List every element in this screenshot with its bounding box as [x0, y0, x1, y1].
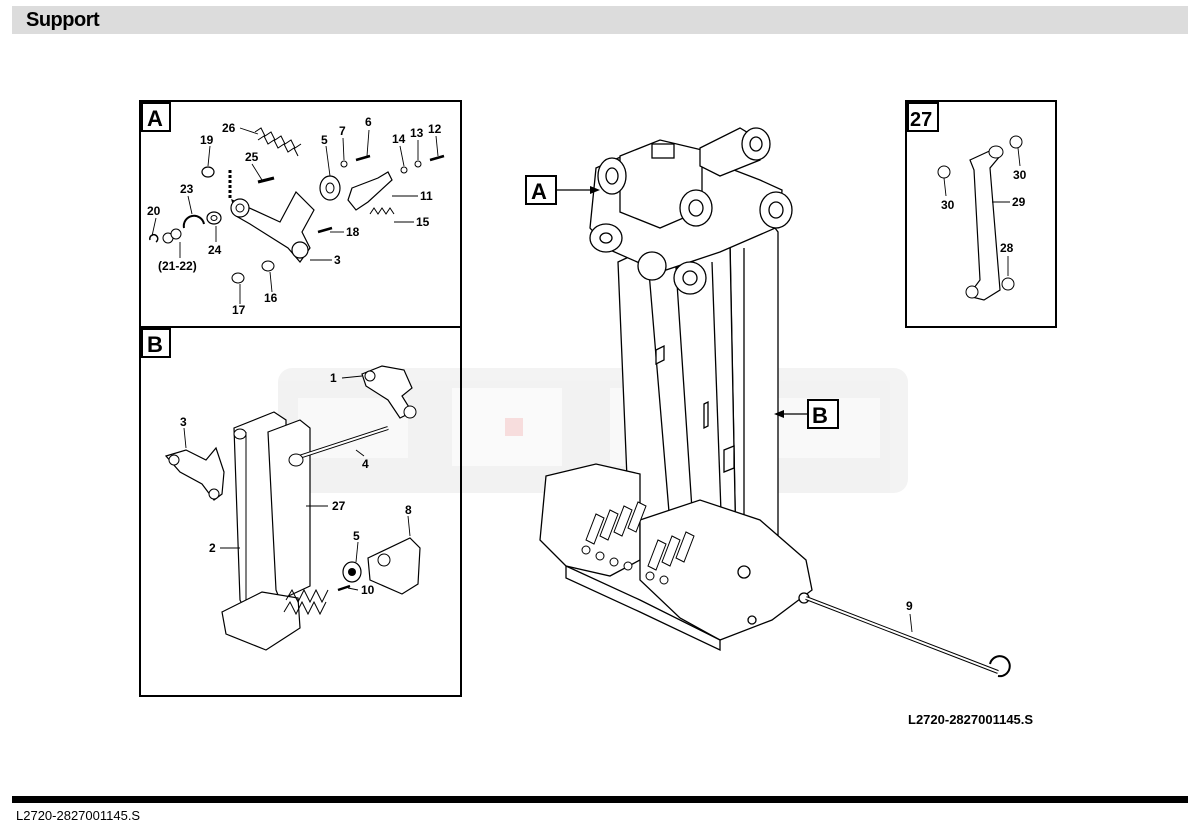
part-label-1: 1: [330, 371, 337, 385]
part-label-7: 7: [339, 124, 346, 138]
page-header: Support: [12, 6, 1188, 34]
part-label-25: 25: [245, 150, 259, 164]
part-label-30a: 30: [1013, 168, 1027, 182]
detail-b-panel: B: [139, 326, 462, 697]
page-title: Support: [26, 9, 100, 31]
callout-a: A: [525, 175, 600, 205]
detail-a-panel: A: [139, 100, 462, 328]
part-label-2: 2: [209, 541, 216, 555]
main-assembly: [539, 127, 1011, 678]
callout-b: B: [774, 399, 839, 429]
callout-b-label: B: [812, 403, 828, 428]
part-label-11: 11: [420, 189, 433, 203]
part-label-13: 13: [410, 126, 424, 140]
part-label-23: 23: [180, 182, 194, 196]
part-label-9: 9: [906, 599, 913, 613]
part-label-10: 10: [361, 583, 375, 597]
spring-part: [254, 127, 302, 157]
footer-bar: [12, 796, 1188, 803]
callout-a-label: A: [531, 179, 547, 204]
part-label-26: 26: [222, 121, 236, 135]
part-label-19: 19: [200, 133, 214, 147]
part-label-5: 5: [353, 529, 360, 543]
part-label-27: 27: [332, 499, 346, 513]
footer-code: L2720-2827001145.S: [16, 808, 141, 823]
part-label-29: 29: [1012, 195, 1026, 209]
detail-27-label: 27: [910, 109, 932, 131]
part-label-6: 6: [365, 115, 372, 129]
part-label-30b: 30: [941, 198, 955, 212]
part-9-callout: 9: [906, 599, 913, 633]
detail-27-panel: 27 30 30 29 28: [905, 100, 1057, 328]
part-label-24: 24: [208, 243, 222, 257]
part-label-12: 12: [428, 122, 442, 136]
part-label-15: 15: [416, 215, 430, 229]
part-label-14: 14: [392, 132, 406, 146]
part-label-28: 28: [1000, 241, 1014, 255]
part-label-16: 16: [264, 291, 278, 305]
part-label-3: 3: [334, 253, 341, 267]
part-label-18: 18: [346, 225, 360, 239]
part-label-21-22: (21-22): [158, 259, 197, 273]
part-label-8: 8: [405, 503, 412, 517]
drawing-code: L2720-2827001145.S: [908, 712, 1033, 727]
part-label-5: 5: [321, 133, 328, 147]
part-label-4: 4: [362, 457, 369, 471]
detail-b-label: B: [147, 332, 163, 357]
part-label-17: 17: [232, 303, 246, 317]
detail-a-label: A: [147, 106, 163, 131]
part-label-3: 3: [180, 415, 187, 429]
part-label-20: 20: [147, 204, 161, 218]
